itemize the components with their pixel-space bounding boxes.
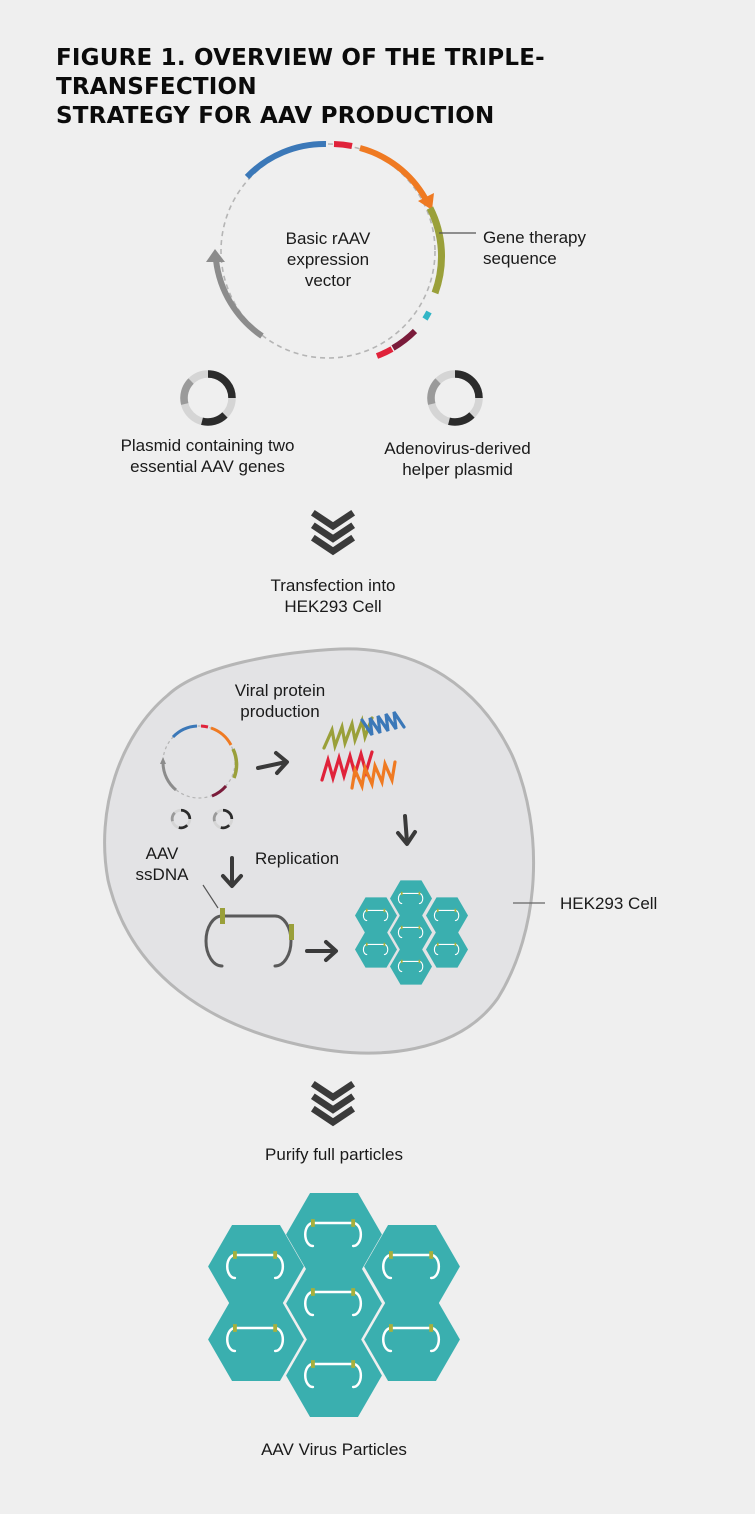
arrow-proteins-down-icon — [396, 814, 417, 846]
helper-line-1: Adenovirus-derived — [384, 439, 531, 458]
hek293-cell — [103, 647, 545, 1055]
aav-particle — [364, 1298, 460, 1381]
transfection-line-2: HEK293 Cell — [284, 597, 382, 616]
cell-membrane — [103, 647, 536, 1055]
purify-label: Purify full particles — [224, 1144, 444, 1165]
vector-center-label: Basic rAAV expression vector — [268, 228, 388, 291]
purify-chevron-icon — [313, 1084, 353, 1122]
helper-line-2: helper plasmid — [402, 460, 513, 479]
figure-title-line-1: FIGURE 1. OVERVIEW OF THE TRIPLE-TRANSFE… — [56, 45, 545, 100]
gene-therapy-segment — [426, 206, 445, 295]
hek293-cell-text: HEK293 Cell — [560, 894, 658, 913]
arrow-to-proteins-icon — [256, 751, 289, 775]
aav-particle — [286, 1262, 382, 1345]
rep-cap-plasmid-label: Plasmid containing two essential AAV gen… — [100, 435, 315, 477]
replication-arrow-icon — [221, 856, 243, 888]
aav-particles-text: AAV Virus Particles — [261, 1440, 407, 1459]
gray-arrowhead — [206, 249, 225, 262]
helper-plasmid-label: Adenovirus-derived helper plasmid — [360, 438, 555, 480]
aav-ssdna-label: AAV ssDNA — [127, 843, 197, 885]
aav-particle — [286, 1334, 382, 1417]
aav-particle — [208, 1298, 304, 1381]
replication-text: Replication — [255, 849, 340, 868]
vector-center-line-2: expression — [286, 250, 370, 269]
vector-segment-cyan — [422, 310, 432, 321]
aav-particles-label: AAV Virus Particles — [224, 1439, 444, 1460]
gene-therapy-line-1: Gene therapy — [483, 228, 587, 247]
mini-vector-plasmid — [160, 724, 239, 799]
gene-therapy-line-2: sequence — [483, 249, 557, 268]
transfection-chevron-icon — [313, 513, 353, 551]
ssdna-hairpin — [202, 884, 294, 968]
orange-arrowhead — [418, 193, 434, 210]
rep-cap-line-2: essential AAV genes — [130, 457, 285, 476]
vector-segment-maroon — [391, 328, 418, 351]
vector-segment-gray — [213, 259, 264, 339]
helper-plasmid-icon — [431, 374, 479, 422]
aav-particle-cluster — [208, 1193, 460, 1417]
purify-text: Purify full particles — [265, 1145, 403, 1164]
hek293-cell-label: HEK293 Cell — [560, 893, 657, 914]
vector-center-line-1: Basic rAAV — [285, 229, 371, 248]
viral-protein-line-1: Viral protein — [234, 681, 326, 700]
vector-segment-red-top — [333, 141, 353, 149]
vector-segment-orange — [359, 145, 428, 200]
rep-cap-line-1: Plasmid containing two — [120, 436, 295, 455]
raav-vector-plasmid — [206, 140, 476, 359]
aav-ssdna-line-1: AAV — [145, 844, 179, 863]
vector-center-line-3: vector — [304, 271, 352, 290]
gene-therapy-label: Gene therapy sequence — [483, 227, 643, 269]
viral-protein-coils — [320, 711, 406, 792]
transfection-line-1: Transfection into — [270, 576, 396, 595]
rep-cap-plasmid-icon — [184, 374, 232, 422]
figure-title-line-2: STRATEGY FOR AAV PRODUCTION — [56, 103, 495, 129]
replication-label: Replication — [255, 848, 339, 869]
arrow-to-capsids-icon — [305, 940, 338, 962]
viral-protein-line-2: production — [240, 702, 320, 721]
transfection-label: Transfection into HEK293 Cell — [243, 575, 423, 617]
vector-segment-red-bottom — [375, 346, 394, 359]
figure-title: FIGURE 1. OVERVIEW OF THE TRIPLE-TRANSFE… — [56, 44, 736, 131]
viral-protein-label: Viral protein production — [215, 680, 345, 722]
aav-ssdna-line-2: ssDNA — [135, 865, 189, 884]
vector-segment-blue — [244, 140, 327, 180]
